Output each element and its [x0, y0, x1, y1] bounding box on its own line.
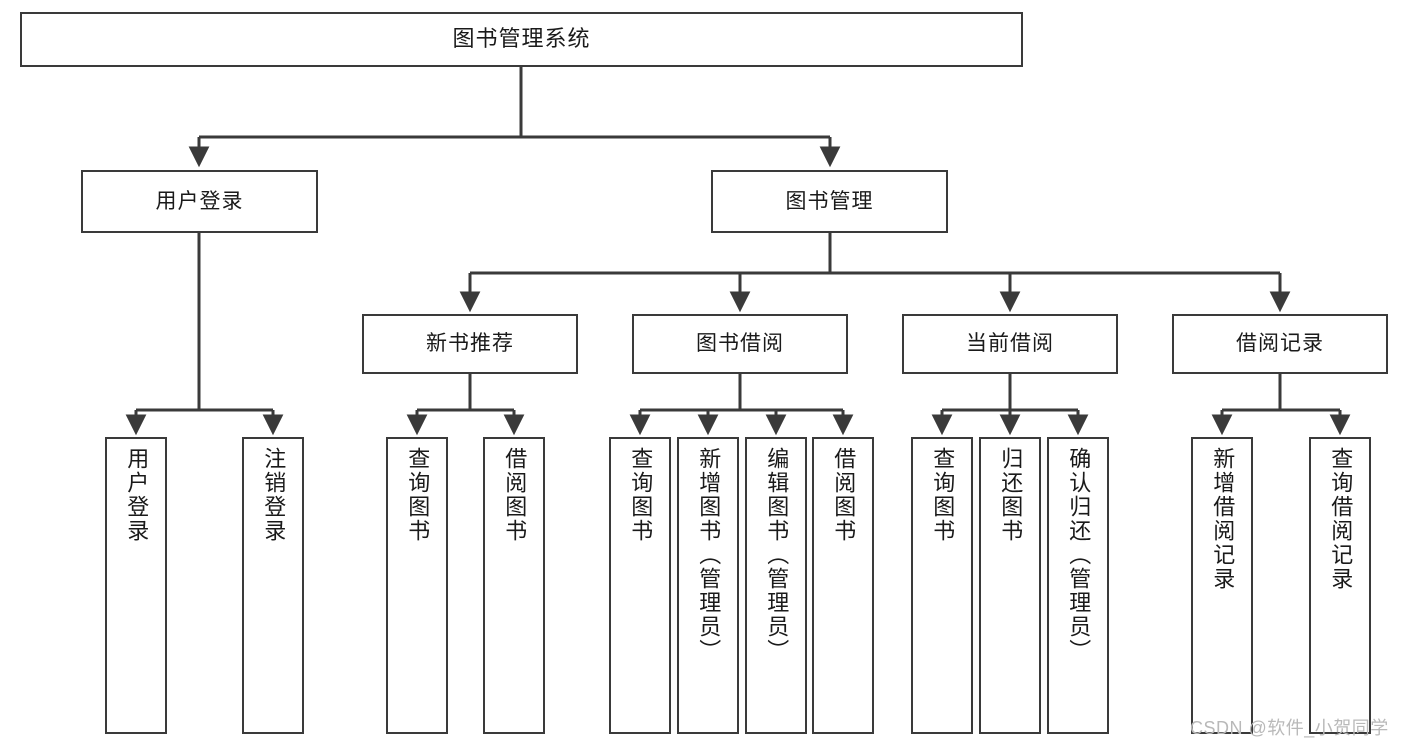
leaf-current-borrow-return-book[interactable]: 归还图书 [979, 437, 1041, 734]
leaf-new-book-borrow-book[interactable]: 借阅图书 [483, 437, 545, 734]
node-label: 新书推荐 [426, 332, 514, 356]
leaf-book-borrow-edit-book-admin[interactable]: 编辑图书（管理员） [745, 437, 807, 734]
node-label: 查询图书 [405, 447, 431, 543]
node-label: 查询借阅记录 [1328, 447, 1354, 591]
leaf-current-borrow-confirm-return-admin[interactable]: 确认归还（管理员） [1047, 437, 1109, 734]
node-label: 新增借阅记录 [1210, 447, 1236, 591]
leaf-book-borrow-add-book-admin[interactable]: 新增图书（管理员） [677, 437, 739, 734]
leaf-book-borrow-query-book[interactable]: 查询图书 [609, 437, 671, 734]
node-label: 图书借阅 [696, 332, 784, 356]
node-label: 用户登录 [124, 447, 150, 543]
leaf-user-login-login[interactable]: 用户登录 [105, 437, 167, 734]
leaf-borrow-record-query-record[interactable]: 查询借阅记录 [1309, 437, 1371, 734]
node-label: 注销登录 [261, 447, 287, 543]
node-label: 借阅记录 [1236, 332, 1324, 356]
node-new-book-recommend[interactable]: 新书推荐 [362, 314, 578, 374]
node-label: 图书管理系统 [452, 26, 591, 52]
node-label: 编辑图书（管理员） [764, 447, 790, 663]
node-book-management[interactable]: 图书管理 [711, 170, 948, 233]
node-label: 当前借阅 [966, 332, 1054, 356]
leaf-new-book-query-book[interactable]: 查询图书 [386, 437, 448, 734]
node-label: 图书管理 [785, 189, 874, 213]
watermark-text: CSDN @软件_小贺同学 [1190, 718, 1389, 738]
node-label: 确认归还（管理员） [1066, 447, 1092, 663]
node-label: 新增图书（管理员） [696, 447, 722, 663]
leaf-user-login-logout[interactable]: 注销登录 [242, 437, 304, 734]
node-label: 查询图书 [628, 447, 654, 543]
node-user-login[interactable]: 用户登录 [81, 170, 318, 233]
node-borrow-record[interactable]: 借阅记录 [1172, 314, 1388, 374]
node-label: 借阅图书 [831, 447, 857, 543]
csdn-watermark: CSDN @软件_小贺同学 [1190, 714, 1389, 740]
node-label: 归还图书 [998, 447, 1024, 543]
leaf-current-borrow-query-book[interactable]: 查询图书 [911, 437, 973, 734]
node-label: 查询图书 [930, 447, 956, 543]
node-root-library-management-system[interactable]: 图书管理系统 [20, 12, 1023, 67]
node-label: 借阅图书 [502, 447, 528, 543]
leaf-book-borrow-borrow-book[interactable]: 借阅图书 [812, 437, 874, 734]
node-label: 用户登录 [155, 189, 244, 213]
leaf-borrow-record-add-record[interactable]: 新增借阅记录 [1191, 437, 1253, 734]
node-book-borrow[interactable]: 图书借阅 [632, 314, 848, 374]
node-current-borrow[interactable]: 当前借阅 [902, 314, 1118, 374]
